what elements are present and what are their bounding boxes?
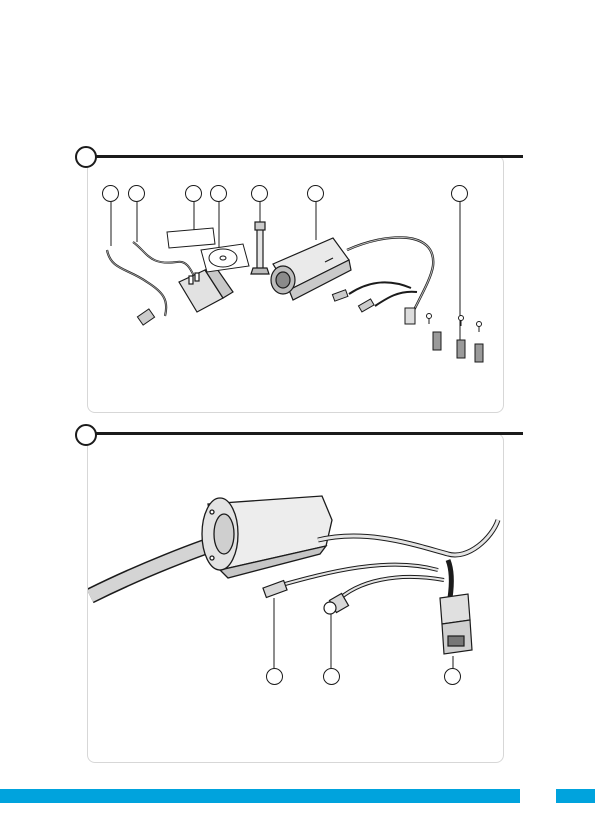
section-1-badge xyxy=(75,146,97,168)
callout-6 xyxy=(307,185,324,202)
camera-connections-illustration xyxy=(88,480,502,700)
footer-accent-bar xyxy=(0,789,595,803)
page-number xyxy=(520,789,556,803)
callout-4 xyxy=(210,185,227,202)
callout-1 xyxy=(102,185,119,202)
callout-2 xyxy=(128,185,145,202)
callout-ethernet-port xyxy=(444,668,461,685)
callout-3 xyxy=(185,185,202,202)
package-contents-illustration xyxy=(87,170,502,410)
section-2-badge xyxy=(75,424,97,446)
section-2-header-line xyxy=(86,432,523,435)
callout-7 xyxy=(451,185,468,202)
section-1-header-line xyxy=(86,155,523,158)
callout-5 xyxy=(251,185,268,202)
callout-dc-jack xyxy=(323,668,340,685)
callout-power-connector xyxy=(266,668,283,685)
